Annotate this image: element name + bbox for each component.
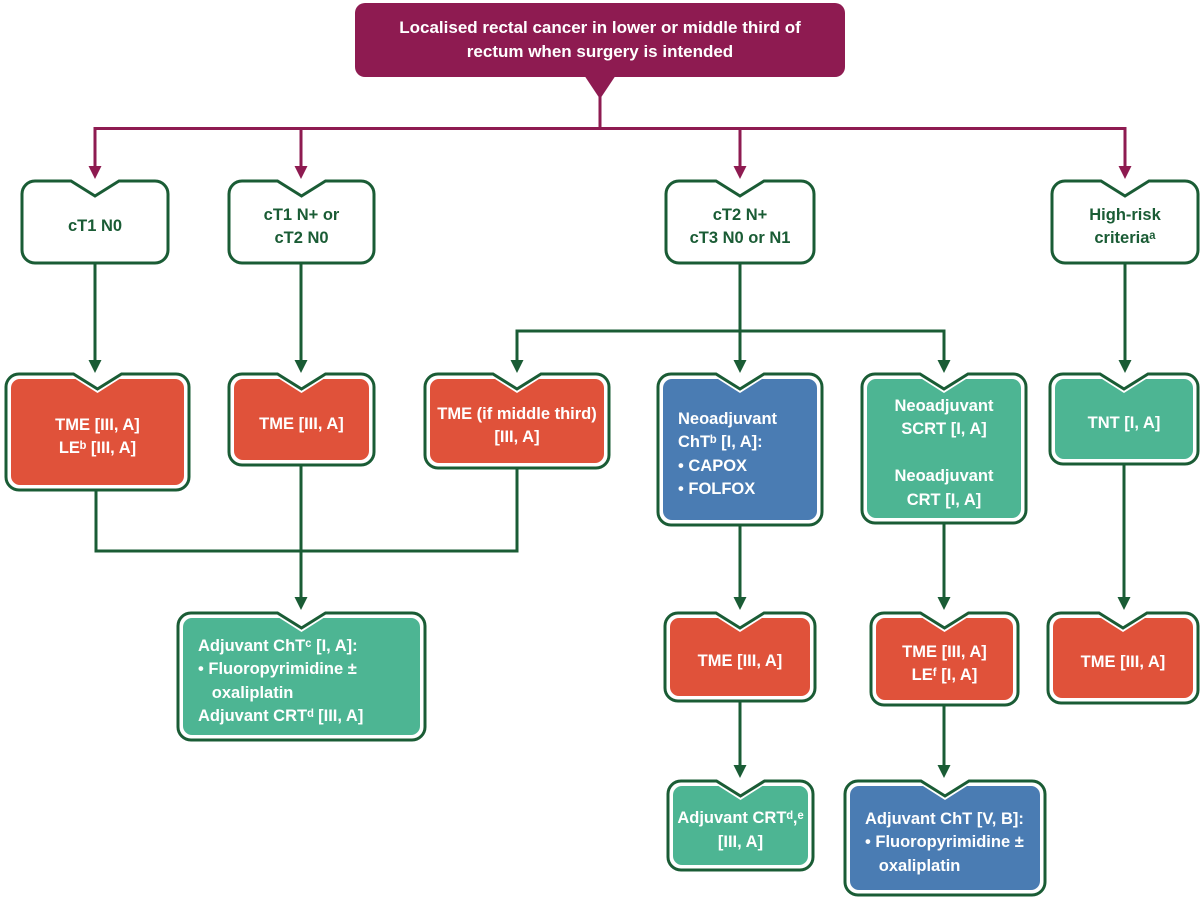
box-fill-neo-cht [663, 379, 817, 520]
box-fill-tme3 [670, 618, 810, 696]
box-outline-root [355, 3, 845, 77]
node-ct1np: cT1 N+ or cT2 N0 [263, 205, 340, 247]
box-outline-ct1np [227, 179, 376, 265]
node-ct2np: cT2 N+ cT3 N0 or N1 [689, 205, 791, 247]
root-pointer-icon [584, 75, 616, 99]
node-tme2: TME [III, A] [259, 414, 344, 433]
node-neo-scrt: Neoadjuvant SCRT [I, A] Neoadjuvant CRT … [894, 396, 994, 509]
box-fill-tme-mid [430, 379, 604, 463]
box-outline-ct1n0 [20, 179, 170, 265]
node-tme3: TME [III, A] [697, 652, 783, 671]
node-root: Localised rectal cancer in lower or midd… [399, 17, 801, 61]
box-fill-tme4 [1053, 618, 1193, 698]
node-tme4: TME [III, A] [1080, 653, 1166, 672]
node-adj-crt: Adjuvant CRTᵈ,ᵉ [III, A] [677, 809, 804, 851]
box-shapes-layer [4, 3, 1200, 897]
box-fill-adj-cht2 [850, 786, 1040, 890]
node-tnt: TNT [I, A] [1087, 414, 1161, 433]
node-neo-cht: Neoadjuvant ChTᵇ [I, A]: • CAPOX • FOLFO… [678, 409, 778, 498]
box-fill-adj-crt [673, 786, 808, 865]
box-fill-tnt [1055, 379, 1193, 459]
box-fill-tme-le [11, 379, 184, 485]
node-adj-cht2: Adjuvant ChT [V, B]: • Fluoropyrimidine … [865, 809, 1024, 875]
box-fill-tme-le2 [876, 618, 1013, 700]
box-fill-adj-cht [183, 618, 420, 735]
box-outline-ct2np [664, 179, 816, 265]
node-tme-mid: TME (if middle third) [III, A] [437, 404, 597, 446]
node-tme-le: TME [III, A] LEᵇ [III, A] [55, 415, 140, 457]
box-outline-highrisk [1050, 179, 1200, 265]
box-fill-tme2 [234, 379, 369, 460]
node-highrisk: High-risk criteriaᵃ [1089, 205, 1161, 247]
node-adj-cht: Adjuvant ChTᶜ [I, A]: • Fluoropyrimidine… [198, 636, 364, 725]
node-tme-le2: TME [III, A] LEᶠ [I, A] [902, 642, 987, 684]
box-fill-neo-scrt [867, 379, 1021, 518]
edges-layer [88, 75, 1132, 778]
node-ct1n0: cT1 N0 [67, 217, 123, 236]
